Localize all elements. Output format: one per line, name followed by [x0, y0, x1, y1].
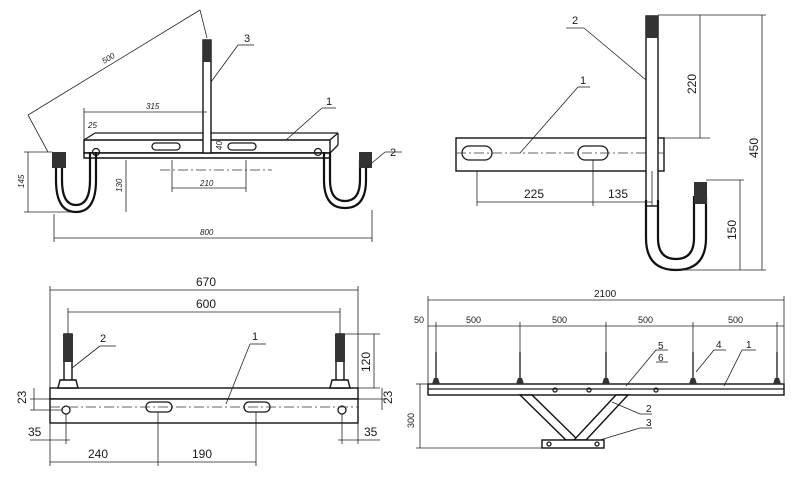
- callout-6: 6: [658, 353, 664, 364]
- dim-315-label: 315: [146, 102, 160, 111]
- view-b-side: 220 450 150 225 135 1 2: [455, 14, 766, 272]
- dim-130-label: 130: [115, 178, 124, 192]
- callout-1: 1: [252, 331, 258, 343]
- callout-2: 2: [646, 404, 652, 415]
- dim-225-label: 225: [524, 187, 544, 201]
- view-a-perspective: 500 315 25 40 145 130 210 800 3 1 2: [17, 9, 402, 242]
- dim-35-left-label: 35: [28, 425, 42, 439]
- dim-23-right-label: 23: [381, 390, 395, 404]
- dim-800-label: 800: [200, 228, 214, 237]
- dim-190-label: 190: [192, 447, 212, 461]
- dim-300-label: 300: [406, 413, 416, 428]
- crossarm-front: [49, 387, 359, 400]
- dim-2100-label: 2100: [594, 289, 617, 300]
- dim-600-label: 600: [196, 297, 216, 311]
- dim-23-left-label: 23: [15, 390, 29, 404]
- view-c-front: 670 600 120 23 23 35 35 240 190 2: [15, 275, 395, 466]
- callout-2: 2: [100, 333, 106, 345]
- dim-150-label: 150: [725, 220, 739, 240]
- base-plate: [541, 439, 605, 449]
- callout-2: 2: [572, 15, 578, 27]
- callout-2: 2: [390, 147, 396, 159]
- brace-right: [572, 394, 630, 441]
- crossarm-flange: [83, 152, 331, 159]
- dim-40-label: 40: [215, 141, 224, 150]
- dim-25-label: 25: [87, 121, 97, 130]
- dim-500-a-label: 500: [466, 315, 481, 325]
- callout-4: 4: [716, 340, 722, 351]
- dim-240-label: 240: [88, 447, 108, 461]
- dim-500-b-label: 500: [552, 315, 567, 325]
- dim-220-label: 220: [685, 74, 699, 94]
- callout-1: 1: [326, 96, 332, 108]
- dim-500-d-label: 500: [728, 315, 743, 325]
- callout-1: 1: [746, 340, 752, 351]
- dim-145-label: 145: [17, 174, 26, 188]
- hook-right: [322, 152, 368, 210]
- dim-50-label: 50: [414, 315, 424, 325]
- dim-120-label: 120: [359, 352, 373, 372]
- dim-210-label: 210: [199, 179, 214, 188]
- dim-135-label: 135: [608, 187, 628, 201]
- callout-5: 5: [658, 341, 664, 352]
- slot-hole-b: [227, 142, 257, 151]
- brace-left: [518, 394, 580, 441]
- dim-500-label: 500: [100, 51, 117, 66]
- crossarm-bolts: [432, 352, 781, 384]
- view-d-assembly: 2100 50 500 500 500 500 300 5 6 4 1 2 3: [406, 289, 785, 449]
- callout-1: 1: [580, 75, 586, 87]
- callout-3: 3: [646, 418, 652, 429]
- dim-500-c-label: 500: [638, 315, 653, 325]
- dim-670-label: 670: [196, 275, 216, 289]
- slot-hole-a: [151, 142, 181, 151]
- dim-35-right-label: 35: [364, 425, 378, 439]
- callout-3: 3: [244, 33, 250, 45]
- dim-450-label: 450: [747, 138, 761, 158]
- crossarm-end: [455, 137, 665, 172]
